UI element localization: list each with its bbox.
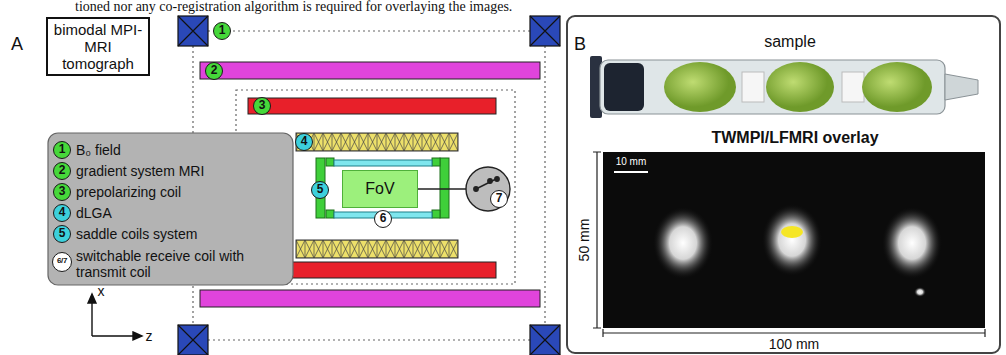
body-text: tioned nor any co-registration algorithm… bbox=[75, 0, 512, 14]
callout-number: 6 bbox=[374, 210, 392, 228]
syringe-photo bbox=[945, 74, 978, 100]
legend-number: 1 bbox=[53, 141, 71, 159]
dlga-coil bbox=[296, 133, 458, 258]
node-text: FoV bbox=[365, 180, 394, 198]
b0-coil bbox=[530, 325, 560, 355]
callout-number: 3 bbox=[253, 97, 271, 115]
switch bbox=[418, 167, 510, 211]
syringe-photo bbox=[842, 72, 864, 102]
gradient-coil bbox=[200, 62, 540, 79]
saddle-coil bbox=[316, 158, 449, 218]
b0-coil bbox=[178, 16, 208, 46]
saddle-coil bbox=[326, 158, 334, 166]
overlay-image bbox=[614, 171, 648, 173]
switch bbox=[476, 179, 496, 189]
prepolarizing-coil bbox=[248, 98, 496, 114]
legend-text: switchable receive coil with transmit co… bbox=[76, 248, 246, 280]
dimension-lines bbox=[593, 152, 985, 337]
axes bbox=[92, 301, 135, 336]
overlay-image bbox=[603, 152, 985, 328]
saddle-coil bbox=[326, 210, 334, 218]
legend-number: 6/7 bbox=[52, 252, 72, 272]
switch bbox=[466, 167, 510, 211]
callout-number: 5 bbox=[311, 181, 329, 199]
syringe-photo bbox=[604, 63, 644, 111]
overlay-image bbox=[653, 207, 713, 279]
axes bbox=[88, 294, 96, 303]
node-text: bimodal MPI-MRI tomograph bbox=[53, 21, 143, 72]
legend-panel bbox=[48, 133, 293, 285]
switch bbox=[474, 187, 478, 191]
axis-label: z bbox=[146, 328, 153, 344]
b0-coil bbox=[178, 325, 208, 355]
legend-text: gradient system MRI bbox=[76, 163, 246, 179]
syringe-photo bbox=[766, 62, 834, 112]
dimension-label: 50 mm bbox=[576, 217, 592, 264]
legend-number: 5 bbox=[53, 225, 71, 243]
receive-coil bbox=[334, 160, 432, 166]
legend-text: saddle coils system bbox=[76, 226, 246, 242]
overlay-image bbox=[762, 204, 822, 276]
legend-text: B₀ field bbox=[76, 142, 246, 158]
dimension-label: 100 mm bbox=[766, 336, 823, 352]
legend-panel bbox=[48, 133, 293, 285]
overlay-image bbox=[914, 287, 926, 297]
b0-coil bbox=[178, 16, 208, 46]
dlga-coil bbox=[296, 133, 458, 151]
dimension-lines bbox=[593, 152, 601, 328]
b0-coil bbox=[178, 325, 208, 355]
legend-number: 4 bbox=[53, 204, 71, 222]
legend-number: 2 bbox=[53, 162, 71, 180]
axes bbox=[88, 294, 142, 340]
syringe-photo bbox=[664, 62, 736, 112]
axis-label: x bbox=[98, 283, 105, 299]
syringe-photo bbox=[600, 60, 945, 114]
callout-number: 4 bbox=[295, 133, 313, 151]
callout-number: 7 bbox=[490, 190, 508, 208]
syringe-photo bbox=[590, 56, 978, 118]
saddle-coil bbox=[432, 158, 440, 166]
panel-frame bbox=[567, 16, 1000, 353]
switch bbox=[488, 179, 492, 183]
callout-number: 2 bbox=[205, 62, 223, 80]
legend-number: 3 bbox=[53, 183, 71, 201]
legend-text: dLGA bbox=[76, 205, 246, 221]
image-title: TWMPI/LFMRI overlay bbox=[711, 129, 878, 147]
saddle-coil bbox=[432, 210, 440, 218]
b0-coil bbox=[530, 16, 560, 46]
callout-number: 1 bbox=[213, 22, 231, 40]
saddle-coil bbox=[440, 158, 449, 218]
legend-text: prepolarizing coil bbox=[76, 184, 246, 200]
panel-letter: B bbox=[574, 34, 586, 54]
fov-box: FoV bbox=[342, 170, 418, 208]
syringe-photo bbox=[862, 62, 932, 112]
scale-bar-label: 10 mm bbox=[616, 156, 647, 168]
b0-coil bbox=[530, 16, 560, 46]
tomograph-box: bimodal MPI-MRI tomograph bbox=[46, 17, 150, 76]
gradient-coil bbox=[200, 290, 540, 307]
syringe-photo bbox=[742, 72, 764, 102]
overlay-image bbox=[882, 207, 942, 279]
axes bbox=[133, 332, 142, 340]
overlay-image bbox=[781, 226, 803, 238]
panel-letter: A bbox=[11, 34, 23, 54]
overlay-image bbox=[603, 152, 985, 328]
switch bbox=[495, 177, 499, 181]
b0-coil bbox=[530, 325, 560, 355]
photo-title: sample bbox=[764, 33, 816, 51]
dlga-coil bbox=[296, 240, 458, 258]
panel-frame bbox=[567, 16, 1000, 353]
